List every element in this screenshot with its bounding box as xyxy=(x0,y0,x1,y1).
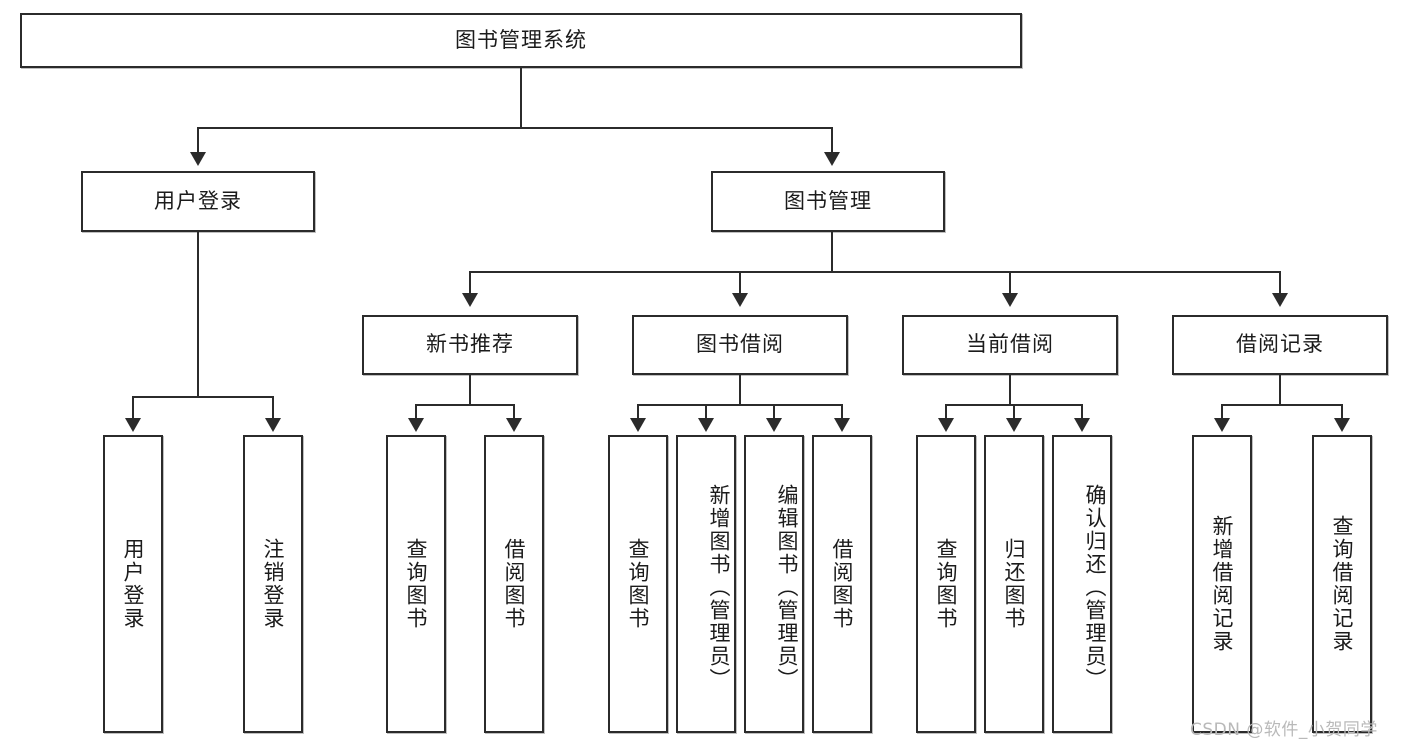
arrow-borrow-leaf-1 xyxy=(630,418,646,432)
leaf-current-confirm-return-admin[interactable]: 确认归还（管理员） xyxy=(1052,435,1112,733)
leaf-user-login[interactable]: 用户登录 xyxy=(103,435,163,733)
edge-current-stem xyxy=(1009,375,1011,405)
edge-recommend-bus xyxy=(415,404,515,406)
node-new-book-recommend[interactable]: 新书推荐 xyxy=(362,315,578,375)
edge-borrow-drop-2 xyxy=(705,404,707,418)
edge-level3-bus xyxy=(469,271,1281,273)
arrow-borrow-leaf-3 xyxy=(766,418,782,432)
edge-borrow-drop-3 xyxy=(773,404,775,418)
arrow-current-leaf-3 xyxy=(1074,418,1090,432)
leaf-current-return-book[interactable]: 归还图书 xyxy=(984,435,1044,733)
edge-level3-drop-3 xyxy=(1009,271,1011,293)
leaf-borrow-edit-book-admin[interactable]: 编辑图书（管理员） xyxy=(744,435,804,733)
node-label: 查询图书 xyxy=(626,538,650,630)
edge-borrow-drop-4 xyxy=(841,404,843,418)
node-label: 用户登录 xyxy=(121,538,145,630)
node-label: 图书管理 xyxy=(784,188,872,213)
edge-borrow-stem xyxy=(739,375,741,405)
node-label: 新增借阅记录 xyxy=(1210,515,1234,653)
arrow-record-leaf-1 xyxy=(1214,418,1230,432)
edge-book-manage-stem xyxy=(831,232,833,272)
arrow-to-current-borrow xyxy=(1002,293,1018,307)
node-label: 查询图书 xyxy=(404,538,428,630)
edge-level2-drop-right xyxy=(831,127,833,153)
arrow-to-book-borrow xyxy=(732,293,748,307)
arrow-to-user-login xyxy=(190,152,206,166)
node-label: 查询图书 xyxy=(934,538,958,630)
node-label: 新增图书（管理员） xyxy=(707,483,731,691)
leaf-borrow-add-book-admin[interactable]: 新增图书（管理员） xyxy=(676,435,736,733)
leaf-recommend-query-book[interactable]: 查询图书 xyxy=(386,435,446,733)
edge-user-login-drop-2 xyxy=(272,396,274,418)
arrow-current-leaf-1 xyxy=(938,418,954,432)
arrow-record-leaf-2 xyxy=(1334,418,1350,432)
watermark-text: CSDN @软件_小贺同学 xyxy=(1190,720,1378,740)
arrow-recommend-leaf-2 xyxy=(506,418,522,432)
edge-user-login-stem xyxy=(197,232,199,397)
node-borrow-record[interactable]: 借阅记录 xyxy=(1172,315,1388,375)
node-label: 注销登录 xyxy=(261,538,285,630)
node-label: 新书推荐 xyxy=(426,332,514,357)
edge-level2-drop-left xyxy=(197,127,199,153)
node-label: 查询借阅记录 xyxy=(1330,515,1354,653)
edge-level3-drop-2 xyxy=(739,271,741,293)
edge-root-stem xyxy=(520,68,522,128)
arrow-to-book-manage xyxy=(824,152,840,166)
node-current-borrow[interactable]: 当前借阅 xyxy=(902,315,1118,375)
edge-current-drop-1 xyxy=(945,404,947,418)
edge-current-drop-3 xyxy=(1081,404,1083,418)
node-label: 借阅图书 xyxy=(830,538,854,630)
edge-recommend-drop-1 xyxy=(415,404,417,418)
edge-level3-drop-1 xyxy=(469,271,471,293)
node-user-login[interactable]: 用户登录 xyxy=(81,171,315,232)
node-label: 归还图书 xyxy=(1002,538,1026,630)
leaf-borrow-query-book[interactable]: 查询图书 xyxy=(608,435,668,733)
node-book-borrow[interactable]: 图书借阅 xyxy=(632,315,848,375)
node-label: 当前借阅 xyxy=(966,332,1054,357)
edge-user-login-bus xyxy=(132,396,273,398)
edge-current-drop-2 xyxy=(1013,404,1015,418)
arrow-to-borrow-record xyxy=(1272,293,1288,307)
arrow-to-new-book-recommend xyxy=(462,293,478,307)
node-label: 借阅记录 xyxy=(1236,332,1324,357)
leaf-recommend-borrow-book[interactable]: 借阅图书 xyxy=(484,435,544,733)
edge-record-stem xyxy=(1279,375,1281,405)
arrow-to-leaf-user-login xyxy=(125,418,141,432)
node-label: 编辑图书（管理员） xyxy=(775,483,799,691)
arrow-current-leaf-2 xyxy=(1006,418,1022,432)
edge-record-bus xyxy=(1221,404,1341,406)
edge-record-drop-2 xyxy=(1341,404,1343,418)
node-label: 图书借阅 xyxy=(696,332,784,357)
node-label: 图书管理系统 xyxy=(455,27,587,52)
leaf-record-add-record[interactable]: 新增借阅记录 xyxy=(1192,435,1252,733)
leaf-record-query-record[interactable]: 查询借阅记录 xyxy=(1312,435,1372,733)
edge-recommend-stem xyxy=(469,375,471,405)
leaf-logout[interactable]: 注销登录 xyxy=(243,435,303,733)
edge-level2-bus xyxy=(197,127,833,129)
node-label: 确认归还（管理员） xyxy=(1083,483,1107,691)
arrow-recommend-leaf-1 xyxy=(408,418,424,432)
leaf-borrow-borrow-book[interactable]: 借阅图书 xyxy=(812,435,872,733)
node-book-management[interactable]: 图书管理 xyxy=(711,171,945,232)
edge-recommend-drop-2 xyxy=(513,404,515,418)
node-label: 用户登录 xyxy=(154,188,242,213)
edge-borrow-bus xyxy=(637,404,841,406)
leaf-current-query-book[interactable]: 查询图书 xyxy=(916,435,976,733)
node-label: 借阅图书 xyxy=(502,538,526,630)
node-root-system[interactable]: 图书管理系统 xyxy=(20,13,1022,68)
arrow-borrow-leaf-2 xyxy=(698,418,714,432)
edge-user-login-drop-1 xyxy=(132,396,134,418)
edge-record-drop-1 xyxy=(1221,404,1223,418)
edge-level3-drop-4 xyxy=(1279,271,1281,293)
edge-borrow-drop-1 xyxy=(637,404,639,418)
arrow-borrow-leaf-4 xyxy=(834,418,850,432)
arrow-to-leaf-logout xyxy=(265,418,281,432)
